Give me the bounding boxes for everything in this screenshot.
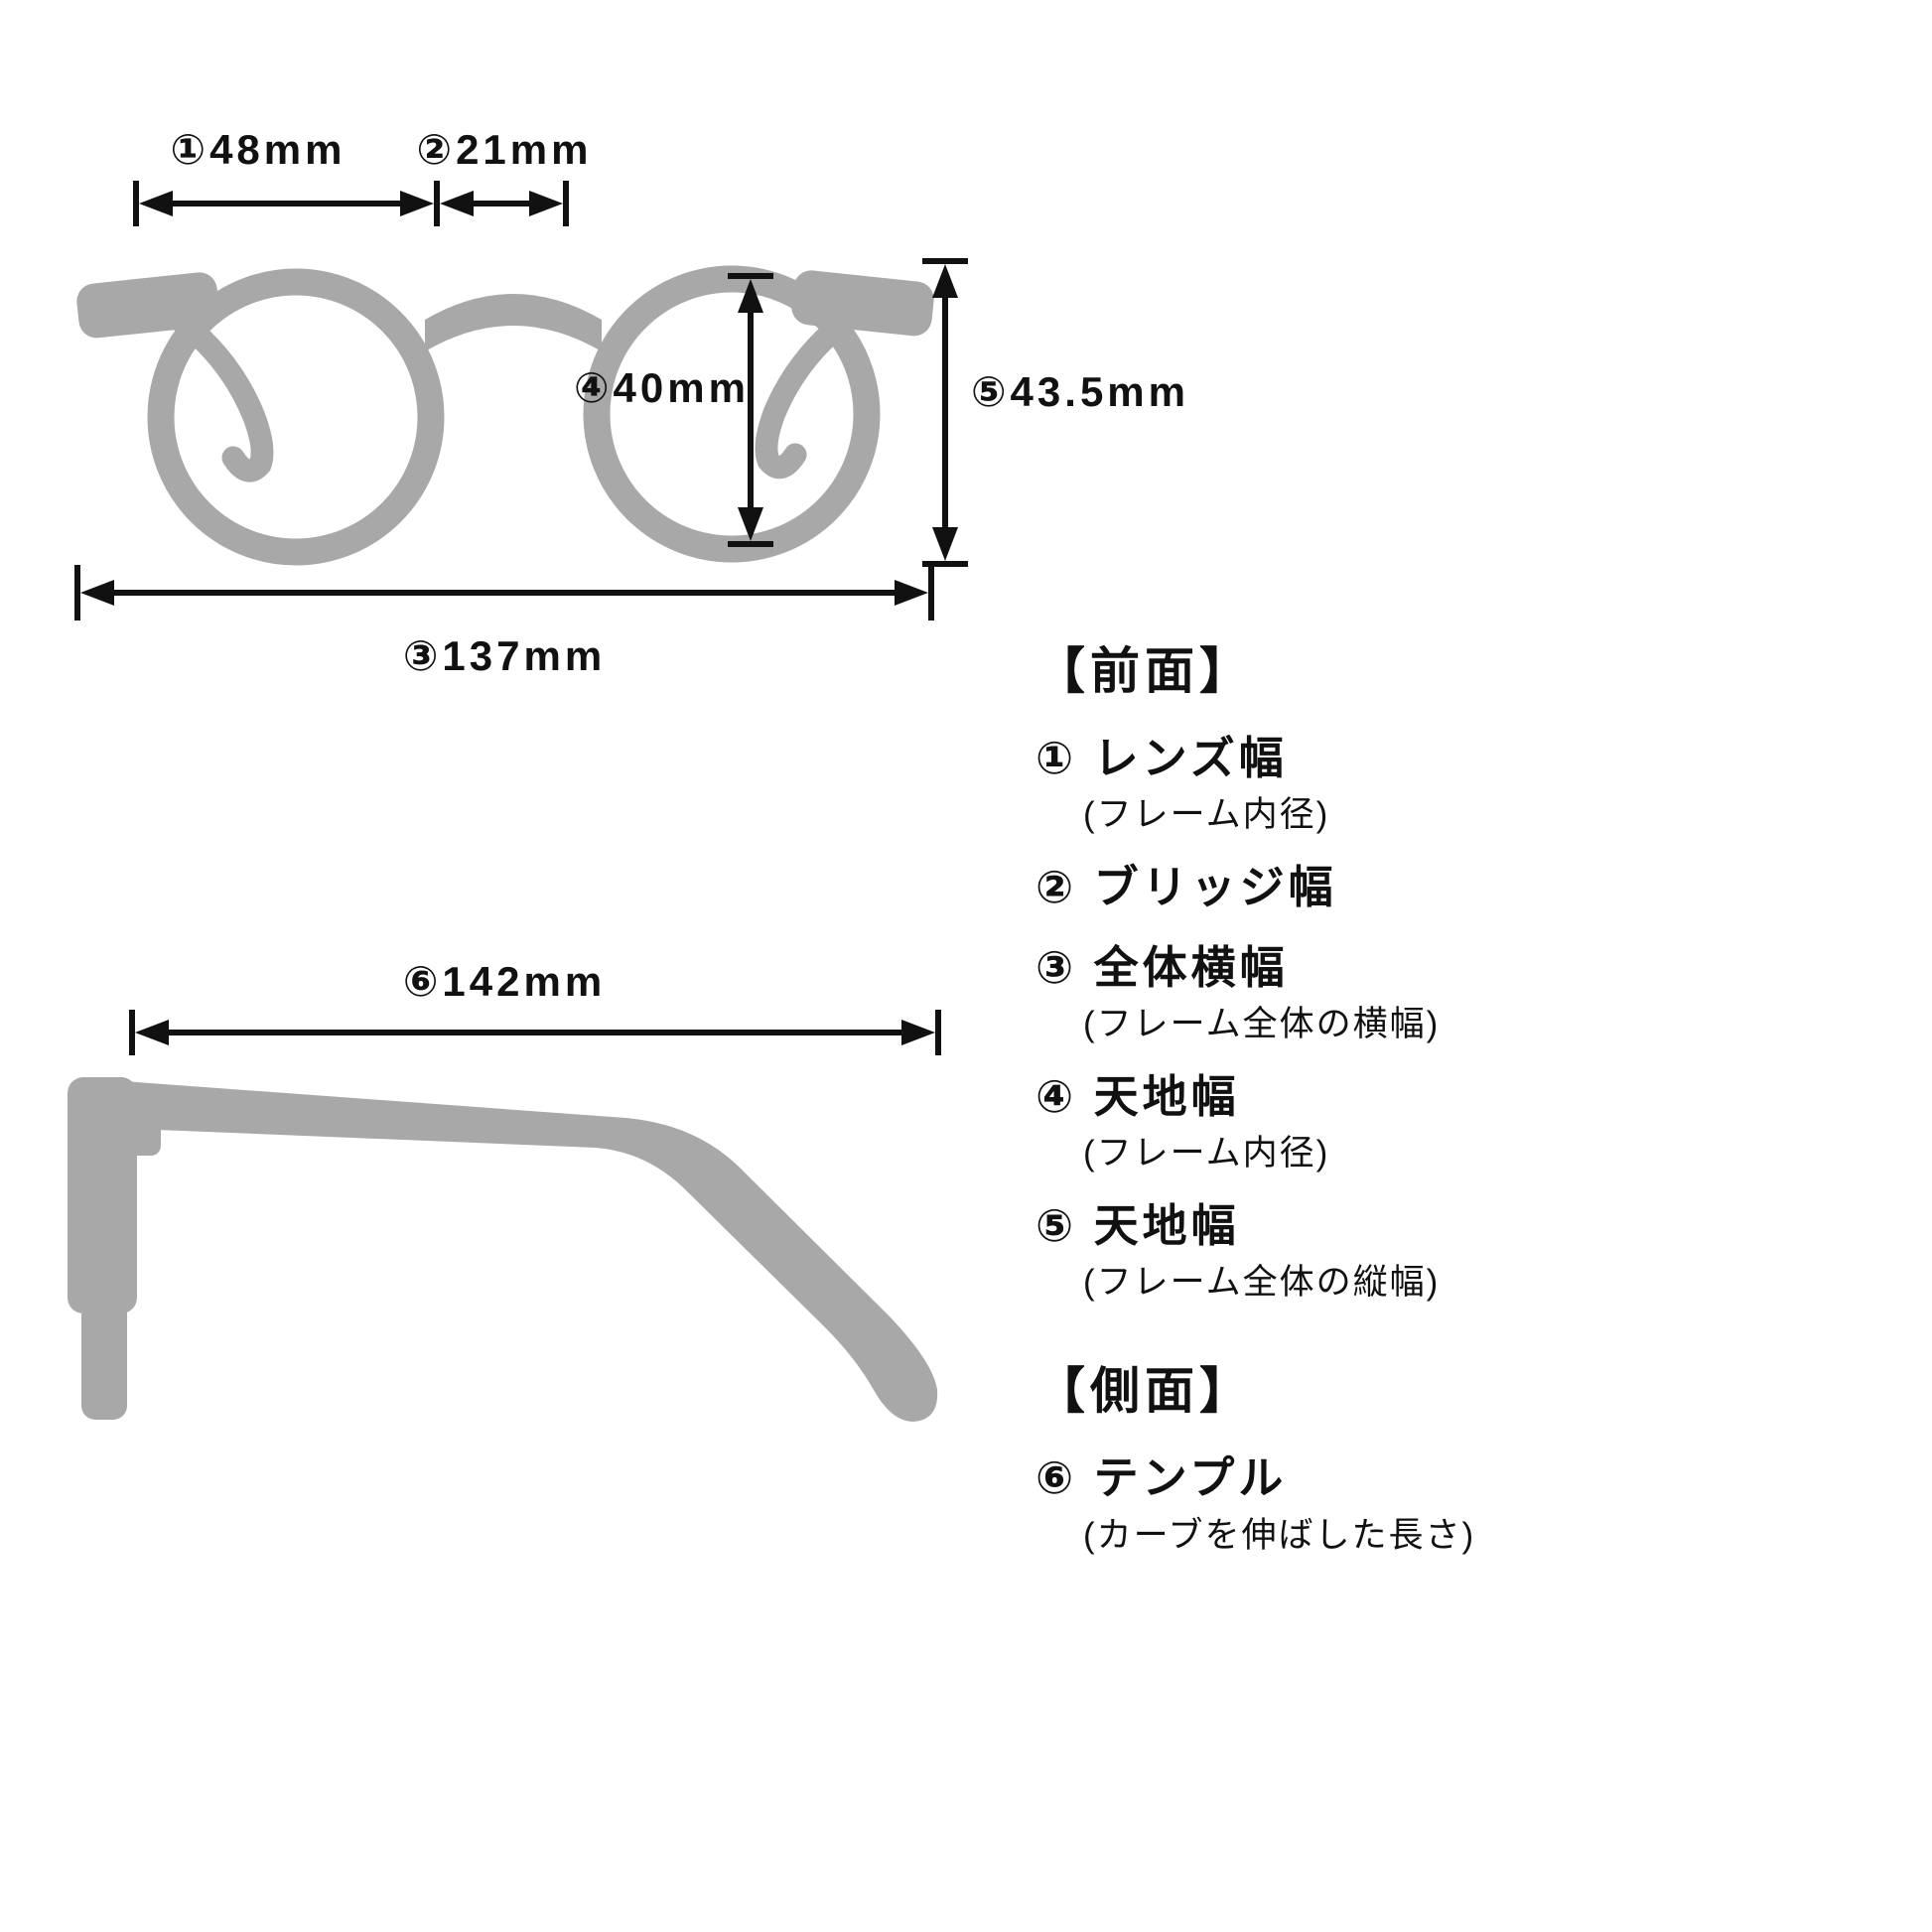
side-rim-upper-shape <box>68 1077 137 1313</box>
dim-arrow-total-width <box>74 565 934 621</box>
side-view-silhouette <box>68 1077 938 1422</box>
legend-item-label: ③ 全体横幅 <box>1035 941 1289 993</box>
legend-front-title: 【前面】 <box>1035 643 1254 699</box>
dim-arrow-frame-height <box>922 258 968 567</box>
legend-item-total-width: ③ 全体横幅 (フレーム全体の横幅) <box>1035 940 1631 1045</box>
dim-arrow-lens-width <box>133 181 440 226</box>
right-lens-rim <box>583 265 881 563</box>
legend-item-label: ④ 天地幅 <box>1035 1070 1240 1122</box>
frame-height-label: ⑤43.5mm <box>971 368 1189 415</box>
legend-item-note: (フレーム内径) <box>1083 1134 1330 1173</box>
glasses-bridge-shape <box>425 294 602 351</box>
legend-item-frame-height: ⑤ 天地幅 (フレーム全体の縦幅) <box>1035 1198 1631 1304</box>
legend-item-temple-length: ⑥ テンプル (カーブを伸ばした長さ) <box>1035 1450 1631 1556</box>
legend-item-label: ⑥ テンプル <box>1035 1452 1288 1504</box>
left-folded-temple <box>165 306 274 483</box>
side-rim-lower-shape <box>81 1281 127 1420</box>
legend-item-lens-height: ④ 天地幅 (フレーム内径) <box>1035 1069 1631 1174</box>
legend-item-note: (フレーム全体の横幅) <box>1083 1004 1441 1043</box>
legend-item-note: (フレーム内径) <box>1083 795 1330 835</box>
lens-width-label: ①48mm <box>170 126 346 173</box>
dim-arrow-bridge-width <box>440 181 569 226</box>
dim-arrow-temple-length <box>129 1010 941 1055</box>
legend-item-label: ② ブリッジ幅 <box>1035 862 1337 913</box>
side-temple-shape <box>109 1080 938 1422</box>
legend-item-label: ① レンズ幅 <box>1035 733 1288 783</box>
bridge-width-label: ②21mm <box>416 126 593 173</box>
lens-height-label: ④40mm <box>574 364 750 411</box>
legend-item-lens-width: ① レンズ幅 (フレーム内径) <box>1035 731 1631 836</box>
total-width-label: ③137mm <box>402 632 607 679</box>
legend-item-bridge-width: ② ブリッジ幅 <box>1035 860 1631 915</box>
legend-item-note: (フレーム全体の縦幅) <box>1083 1263 1441 1303</box>
dim-arrow-lens-height <box>728 273 773 547</box>
measurement-legend: 【前面】 ① レンズ幅 (フレーム内径) ② ブリッジ幅 ③ 全体横幅 (フレー… <box>1035 631 1631 1581</box>
right-folded-temple <box>755 304 864 480</box>
left-lens-rim <box>147 268 445 566</box>
legend-item-label: ⑤ 天地幅 <box>1035 1200 1240 1251</box>
temple-length-label: ⑥142mm <box>402 958 607 1005</box>
dimension-arrows <box>74 181 968 1055</box>
legend-side-title: 【側面】 <box>1035 1363 1254 1420</box>
legend-item-note: (カーブを伸ばした長さ) <box>1083 1515 1476 1555</box>
